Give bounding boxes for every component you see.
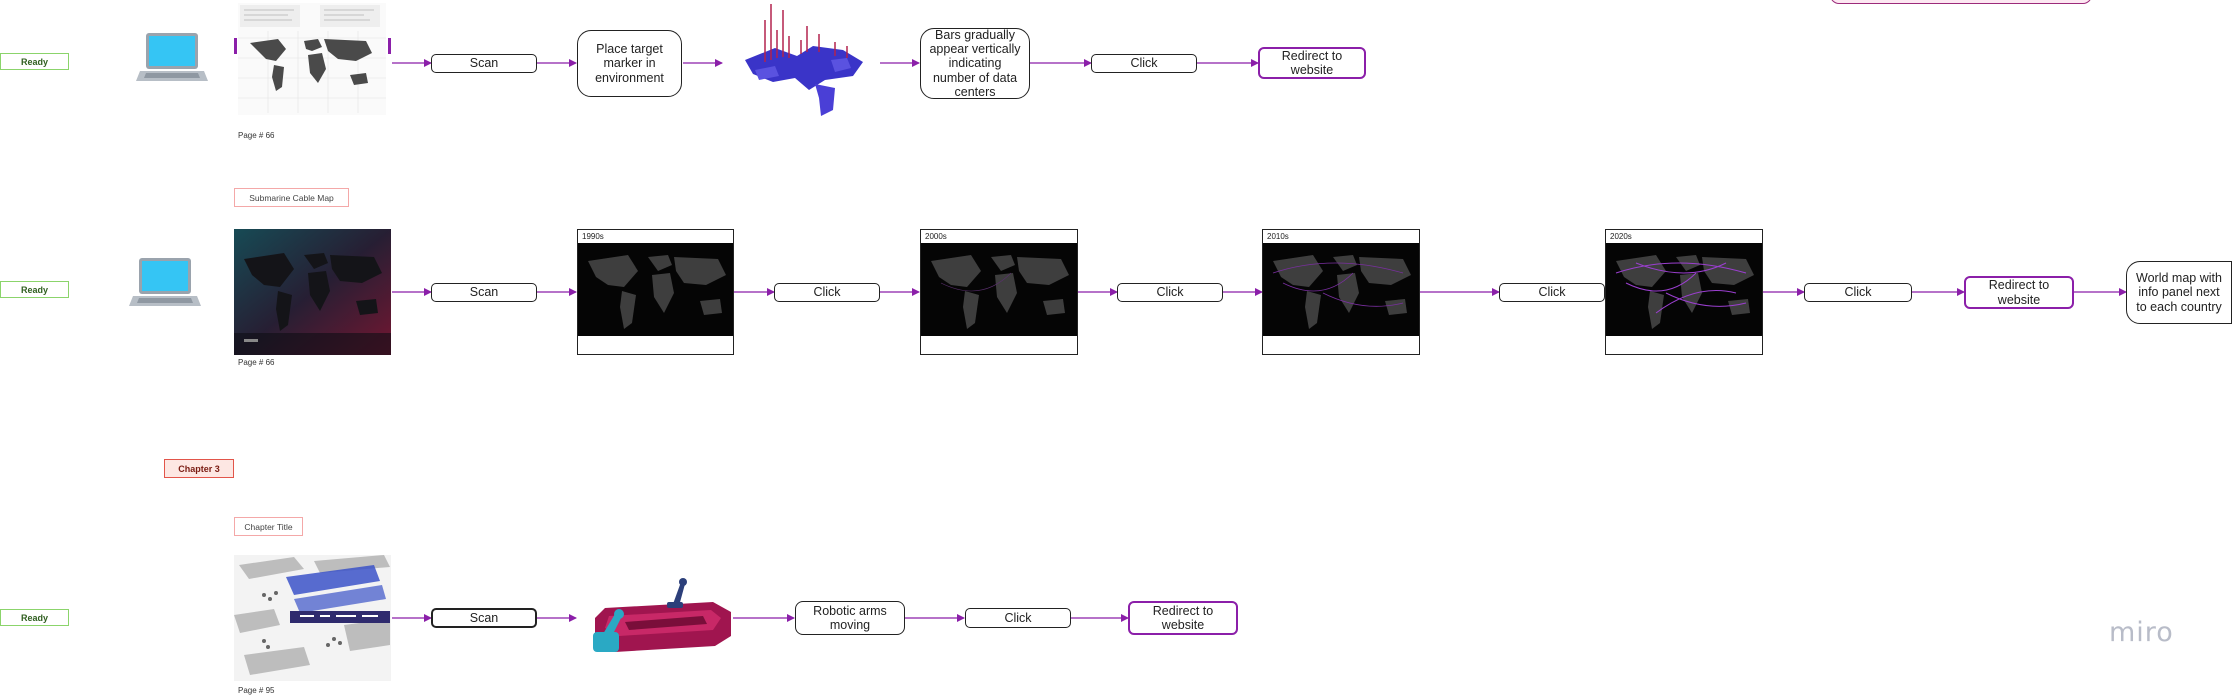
frame-title: 2020s [1610,232,1632,241]
section-label-chapter-title[interactable]: Chapter Title [234,517,303,536]
page-thumbnail-submarine-cable[interactable] [234,229,391,355]
world-map-dark-image [921,243,1077,336]
click-node[interactable]: Click [1499,283,1605,302]
world-map-dark-image [1263,243,1419,336]
decade-frame-2020s[interactable]: 2020s [1605,229,1763,355]
decade-frame-1990s[interactable]: 1990s [577,229,734,355]
page-thumbnail-world-map-grid[interactable] [238,3,386,115]
decade-frame-2000s[interactable]: 2000s [920,229,1078,355]
bars-appear-node[interactable]: Bars gradually appear vertically indicat… [920,28,1030,99]
robotic-arms-moving-node[interactable]: Robotic arms moving [795,601,905,635]
laptop-icon [129,256,201,308]
redirect-to-website-node[interactable]: Redirect to website [1964,276,2074,309]
page-number-label: Page # 66 [238,131,275,140]
page-number-label: Page # 66 [238,358,275,367]
row1-bracket-right [388,38,391,54]
section-label-submarine-cable-map[interactable]: Submarine Cable Map [234,188,349,207]
place-target-marker-node[interactable]: Place target marker in environment [577,30,682,97]
scan-node[interactable]: Scan [431,283,537,302]
click-node[interactable]: Click [774,283,880,302]
laptop-icon [136,31,208,83]
frame-title: 1990s [582,232,604,241]
page-number-label: Page # 95 [238,686,275,695]
redirect-to-website-node[interactable]: Redirect to website [1128,601,1238,635]
frame-title: 2010s [1267,232,1289,241]
row1-bracket-left [234,38,237,54]
status-tag-ready[interactable]: Ready [0,609,69,626]
click-node[interactable]: Click [1117,283,1223,302]
world-map-dark-image [578,243,733,336]
click-node[interactable]: Click [1091,54,1197,73]
click-node[interactable]: Click [1804,283,1912,302]
status-tag-ready[interactable]: Ready [0,53,69,70]
decade-frame-2010s[interactable]: 2010s [1262,229,1420,355]
3d-data-center-map-image[interactable] [735,0,870,120]
status-tag-ready[interactable]: Ready [0,281,69,298]
scan-node[interactable]: Scan [431,54,537,73]
chapter-tag[interactable]: Chapter 3 [164,459,234,478]
frame-title: 2000s [925,232,947,241]
robotic-arm-3d-image[interactable] [585,572,733,660]
scan-node[interactable]: Scan [431,608,537,628]
click-node[interactable]: Click [965,608,1071,628]
world-map-info-panel-node[interactable]: World map with info panel next to each c… [2126,261,2232,324]
world-map-dark-image [1606,243,1762,336]
offscreen-sticky-shape[interactable] [1830,0,2092,4]
redirect-to-website-node[interactable]: Redirect to website [1258,47,1366,79]
page-thumbnail-data-center[interactable] [234,555,391,681]
miro-logo: miro [2109,617,2174,648]
